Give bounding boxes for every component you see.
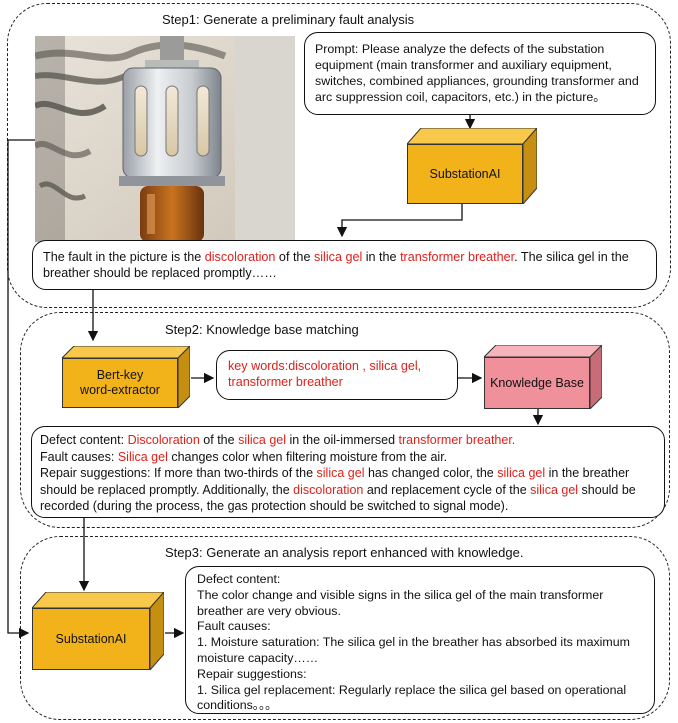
- knowledge-base: Knowledge Base: [484, 345, 602, 409]
- report-line-5: Repair suggestions:: [197, 666, 307, 681]
- extractor-label-2: word-extractor: [80, 383, 160, 397]
- kb-repair-text-4: and replacement cycle of the: [363, 482, 531, 497]
- kb-causes-keyword: Silica gel: [117, 449, 168, 464]
- step2-container: [20, 312, 670, 528]
- extractor-label-1: Bert-key: [96, 368, 144, 382]
- report-line-6: 1. Silica gel replacement: Regularly rep…: [197, 682, 627, 713]
- prompt-label: Prompt:: [315, 42, 359, 56]
- prompt-box: Prompt: Please analyze the defects of th…: [304, 32, 656, 115]
- report-line-2: The color change and visible signs in th…: [197, 587, 604, 618]
- result-text-4: . The silica gel in the breather should …: [43, 250, 629, 280]
- result-text-2: of the: [275, 250, 314, 264]
- kb-defect-keyword-3: transformer breather.: [398, 433, 516, 447]
- kb-repair-text-1: If more than two-thirds of the: [150, 466, 317, 480]
- kb-causes-text: changes color when filtering moisture fr…: [167, 449, 448, 464]
- kb-causes-label: Fault causes:: [40, 449, 115, 464]
- kb-repair-keyword-3: discoloration: [293, 482, 364, 497]
- keywords-box: key words:discoloration , silica gel, tr…: [216, 350, 458, 400]
- kb-repair-label: Repair suggestions:: [40, 466, 151, 480]
- substationai-label-step3: SubstationAI: [32, 608, 150, 670]
- result-text-3: in the: [362, 250, 401, 264]
- prompt-text: Please analyze the defects of the substa…: [315, 42, 639, 104]
- keywords-line-1: key words:discoloration , silica gel,: [228, 359, 422, 373]
- bert-keyword-extractor: Bert-key word-extractor: [62, 346, 190, 408]
- substationai-model-step3: SubstationAI: [32, 592, 164, 670]
- substationai-model-step1: SubstationAI: [407, 128, 537, 204]
- kb-repair-text-5: should be recorded (during the process, …: [40, 482, 636, 514]
- step3-title: Step3: Generate an analysis report enhan…: [165, 545, 524, 560]
- kb-defect-text-1: of the: [199, 433, 239, 447]
- kb-defect-keyword-1: Discoloration: [127, 433, 200, 447]
- kb-defect-label: Defect content:: [40, 433, 125, 447]
- enhanced-report-box: Defect content: The color change and vis…: [185, 566, 655, 714]
- preliminary-result-box: The fault in the picture is the discolor…: [32, 240, 657, 290]
- report-line-4: 1. Moisture saturation: The silica gel i…: [197, 635, 630, 665]
- breather-photo: [35, 36, 295, 242]
- kb-repair-text-3: in the breather should be replaced promp…: [40, 466, 630, 497]
- kb-repair-keyword-2: silica gel: [497, 466, 546, 480]
- kb-defect-line: Defect content: Discoloration of the sil…: [40, 432, 656, 449]
- kb-repair-line: Repair suggestions: If more than two-thi…: [40, 465, 656, 515]
- knowledge-base-label: Knowledge Base: [484, 357, 590, 409]
- kb-repair-keyword-1: silica gel: [316, 466, 365, 480]
- result-keyword-breather: transformer breather: [400, 250, 515, 264]
- step1-title: Step1: Generate a preliminary fault anal…: [162, 12, 415, 27]
- knowledge-match-box: Defect content: Discoloration of the sil…: [31, 426, 665, 518]
- result-keyword-discoloration: discoloration: [204, 250, 276, 264]
- substationai-label-step1: SubstationAI: [407, 144, 523, 204]
- result-keyword-silica-gel: silica gel: [313, 250, 363, 264]
- keywords-line-2: transformer breather: [228, 375, 343, 389]
- kb-causes-line: Fault causes: Silica gel changes color w…: [40, 449, 656, 466]
- kb-defect-text-2: in the oil-immersed: [286, 433, 399, 447]
- report-line-1: Defect content:: [197, 572, 281, 586]
- step2-title: Step2: Knowledge base matching: [165, 322, 359, 337]
- report-line-3: Fault causes:: [197, 619, 271, 634]
- kb-repair-keyword-4: silica gel: [530, 482, 579, 497]
- kb-repair-text-2: has changed color, the: [364, 466, 498, 480]
- result-text-1: The fault in the picture is the: [43, 250, 205, 264]
- kb-defect-keyword-2: silica gel: [238, 433, 286, 447]
